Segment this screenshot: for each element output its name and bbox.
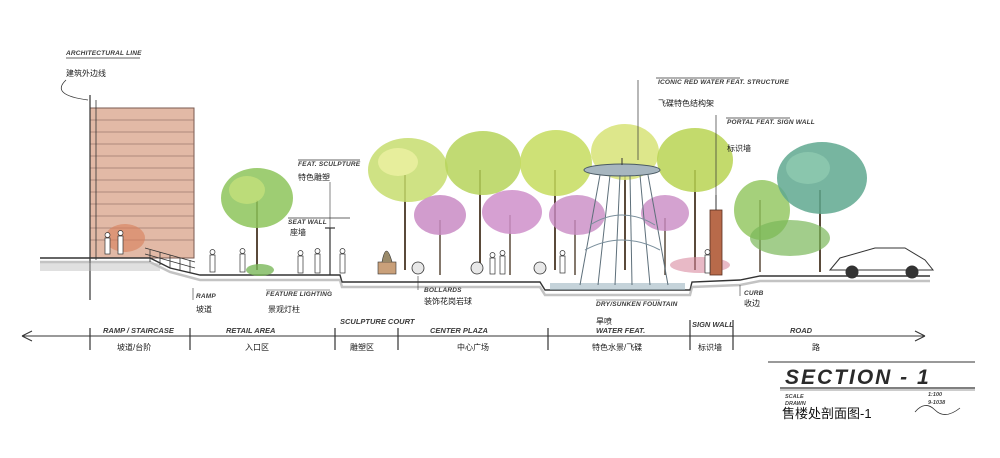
- zone-cn: 坡道/台阶: [117, 342, 151, 352]
- callout-en: ARCHITECTURAL LINE: [65, 50, 142, 57]
- callout-fountain: DRY/SUNKEN FOUNTAIN 旱喷: [596, 299, 678, 326]
- callout-arch-line: ARCHITECTURAL LINE 建筑外边线: [60, 50, 142, 101]
- zone-dimension-line: [21, 320, 926, 350]
- callout-en: FEATURE LIGHTING: [266, 291, 332, 298]
- zone-en: SIGN WALL: [692, 320, 734, 329]
- callout-cn: 建筑外边线: [66, 68, 106, 78]
- zone-cn: 特色水景/飞碟: [592, 342, 642, 352]
- sculpture: [377, 250, 397, 275]
- zone-cn: 路: [812, 342, 820, 352]
- callout-seat-wall: SEAT WALL 座墙: [288, 217, 350, 237]
- car: [828, 247, 935, 279]
- zone-en: ROAD: [790, 326, 813, 335]
- staircase: [144, 247, 196, 273]
- callout-ramp: RAMP 坡道: [192, 288, 216, 314]
- callout-en: BOLLARDS: [424, 287, 462, 294]
- drawing-subtitle: 售楼处剖面图-1: [782, 406, 872, 421]
- callout-cn: 标识墙: [727, 143, 751, 153]
- zone-en: RETAIL AREA: [226, 326, 275, 335]
- scale-value: 1:100: [928, 392, 942, 398]
- bollards: [411, 261, 547, 275]
- portal-sign-wall: [709, 195, 723, 276]
- callout-cn: 坡道: [196, 304, 212, 314]
- callout-en: ICONIC RED WATER FEAT. STRUCTURE: [658, 79, 789, 86]
- callout-en: FEAT. SCULPTURE: [298, 161, 361, 168]
- callout-en: SEAT WALL: [288, 219, 327, 226]
- people: [104, 230, 711, 275]
- callout-cn: 特色雕塑: [298, 172, 330, 182]
- callout-cn: 飞碟特色结构架: [658, 98, 714, 108]
- feature-lighting: [325, 227, 335, 275]
- callout-en: CURB: [744, 290, 764, 297]
- callout-en: PORTAL FEAT. SIGN WALL: [727, 119, 815, 126]
- date-value: 9-1038: [928, 400, 946, 406]
- signature-icon: [914, 405, 961, 415]
- callout-bollards: BOLLARDS 装饰花岗岩球: [417, 276, 472, 306]
- callout-cn: 景观灯柱: [268, 304, 300, 314]
- zone-en: SCULPTURE COURT: [340, 317, 416, 326]
- zone-cn: 标识墙: [698, 342, 722, 352]
- date-label: DRAWN: [785, 401, 807, 407]
- zone-en: CENTER PLAZA: [430, 326, 488, 335]
- zones: RAMP / STAIRCASE 坡道/台阶 RETAIL AREA 入口区 S…: [103, 317, 820, 352]
- callout-en: DRY/SUNKEN FOUNTAIN: [596, 301, 678, 308]
- callout-cn: 收边: [744, 298, 760, 308]
- zone-cn: 雕塑区: [350, 342, 374, 352]
- scale-label: SCALE: [785, 394, 804, 400]
- zone-cn: 入口区: [245, 343, 269, 352]
- zone-cn: 中心广场: [457, 342, 489, 352]
- title-block: SECTION - 1 SCALE DRAWN 1:100 9-1038 售楼处…: [768, 361, 975, 421]
- callout-portal-sign: PORTAL FEAT. SIGN WALL 标识墙: [715, 115, 815, 195]
- zone-en: RAMP / STAIRCASE: [103, 326, 175, 335]
- callout-en: RAMP: [196, 293, 216, 300]
- butterfly-structure: [579, 158, 669, 286]
- callout-cn: 座墙: [290, 227, 306, 237]
- callout-cn: 旱喷: [596, 316, 612, 326]
- callout-feat-sculpture: FEAT. SCULPTURE 特色雕塑: [298, 159, 361, 228]
- callout-butterfly: ICONIC RED WATER FEAT. STRUCTURE 飞碟特色结构架: [637, 77, 789, 160]
- ground-section: [40, 257, 930, 297]
- zone-en: WATER FEAT.: [596, 326, 645, 335]
- callout-curb: CURB 收边: [739, 285, 764, 308]
- callout-cn: 装饰花岗岩球: [424, 296, 472, 306]
- callout-lighting: FEATURE LIGHTING 景观灯柱: [266, 289, 332, 314]
- section-title: SECTION - 1: [785, 366, 931, 389]
